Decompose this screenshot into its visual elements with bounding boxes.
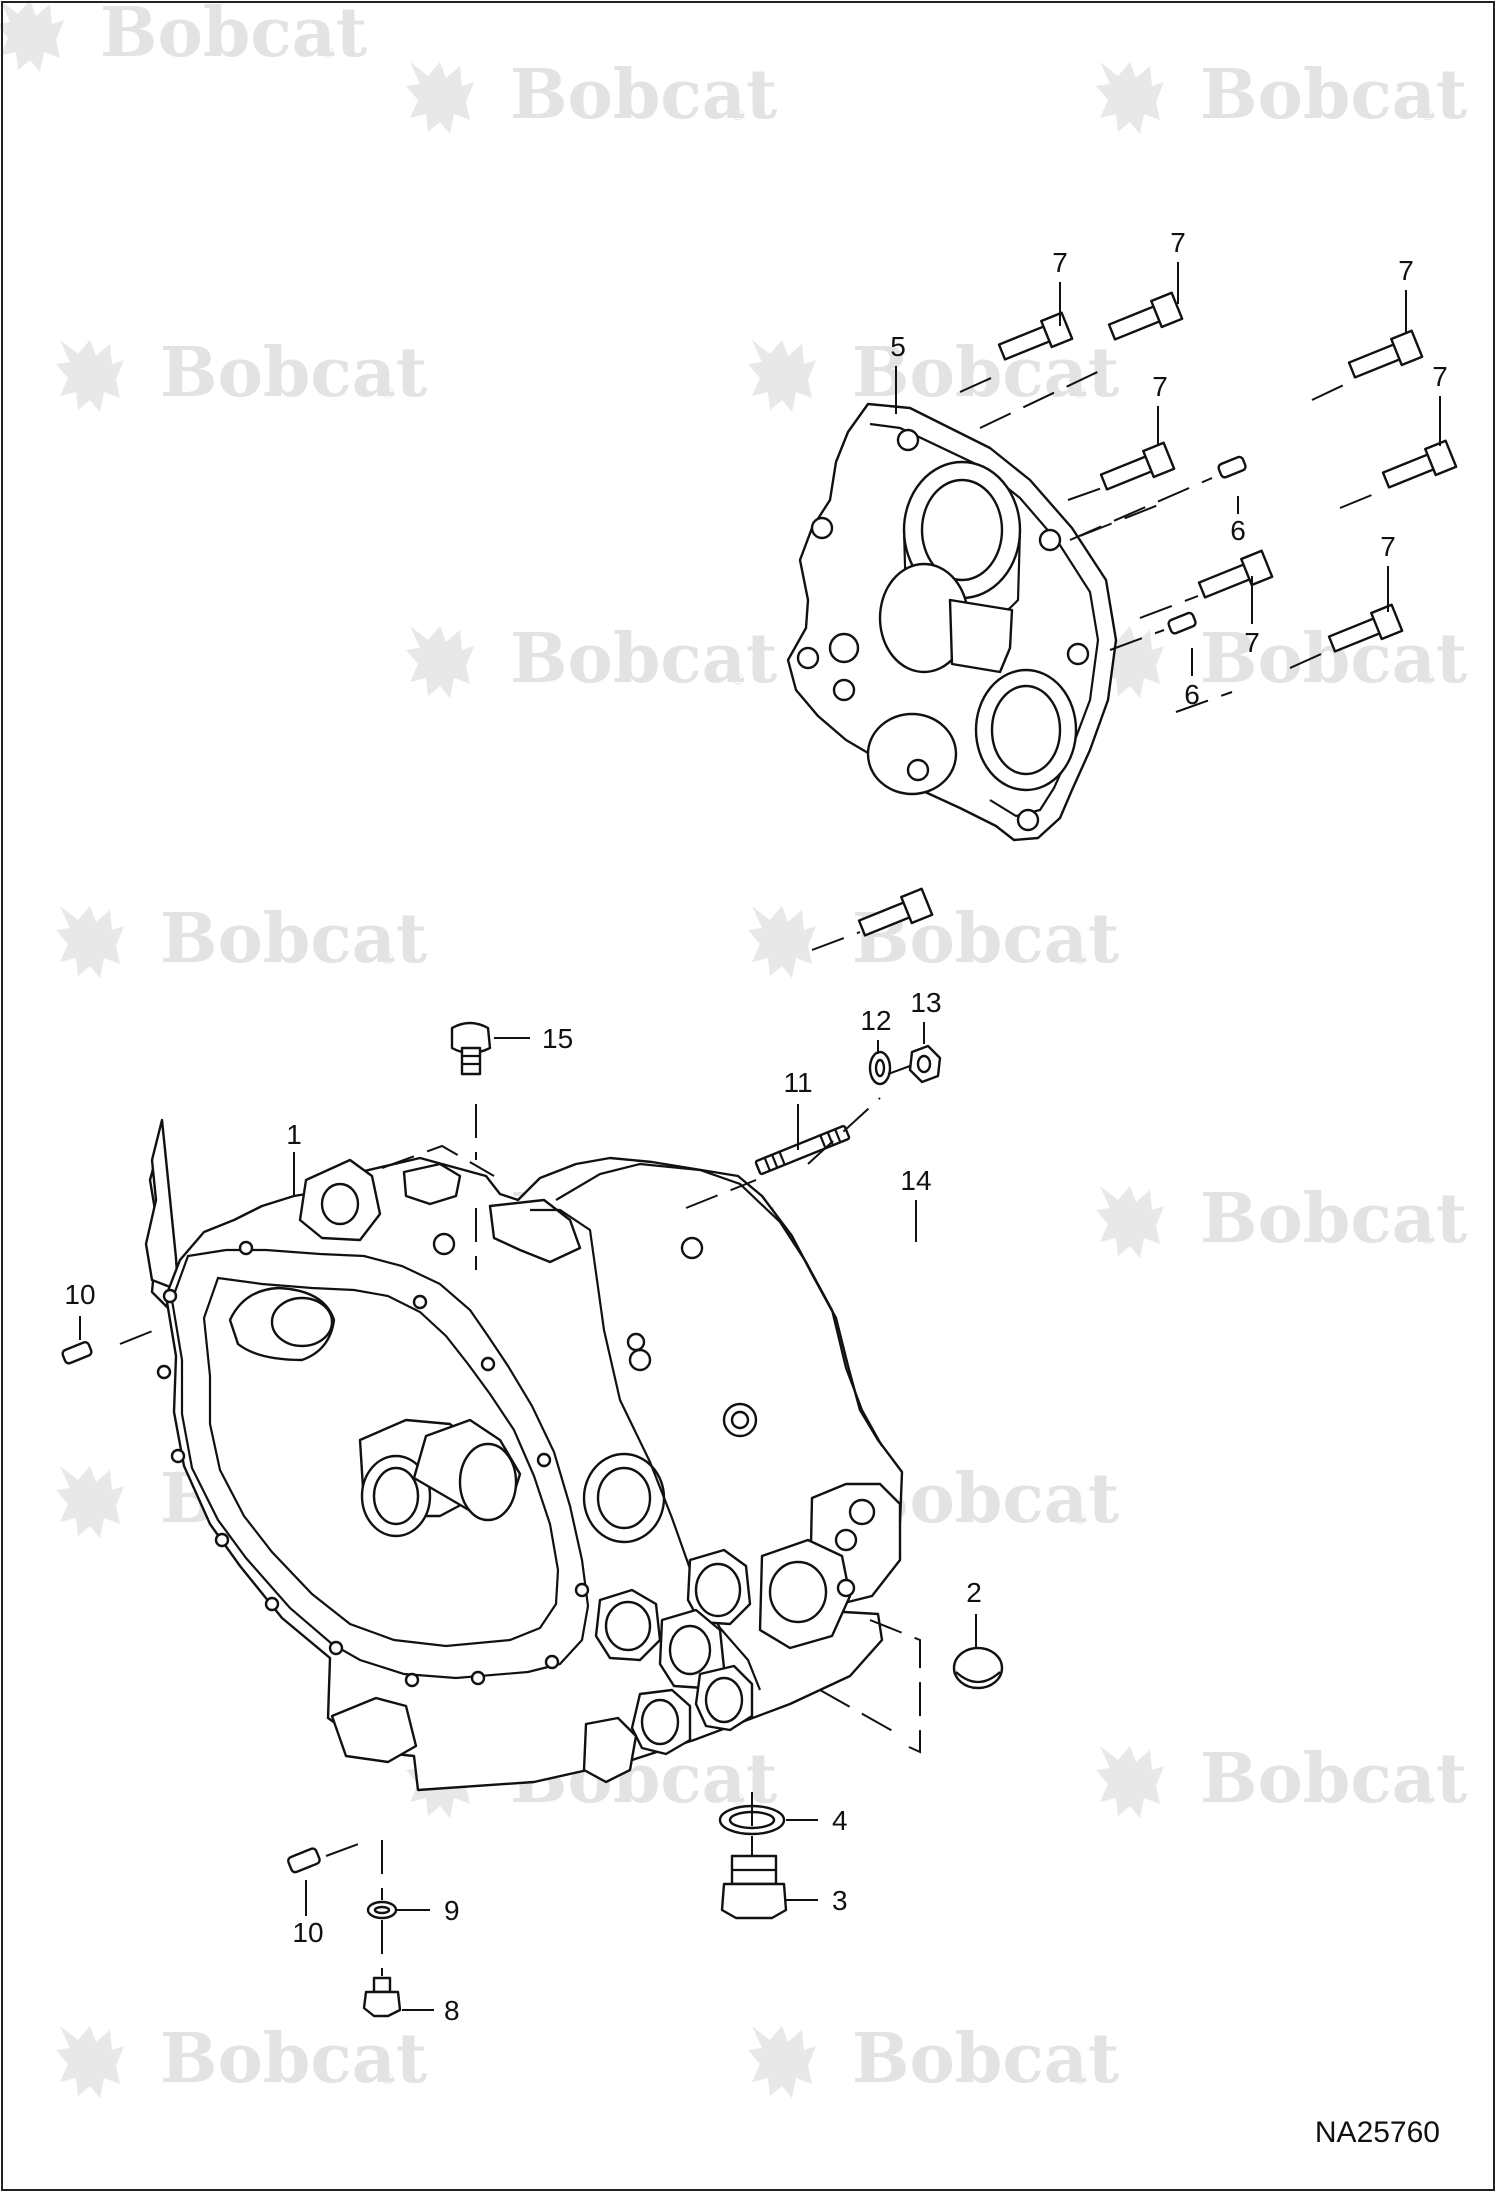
transmission-housing-part-1 (144, 1118, 904, 1792)
callout-10-upper: 10 (64, 1279, 95, 1310)
watermark-registered: ® (322, 45, 334, 62)
callout-7-e: 7 (1432, 361, 1448, 392)
callout-7-g: 7 (1380, 531, 1396, 562)
callout-13: 13 (910, 987, 941, 1018)
callout-4: 4 (832, 1805, 848, 1836)
cover-plate-part-5 (786, 402, 1118, 842)
callout-2: 2 (966, 1577, 982, 1608)
plug-part-2 (952, 1646, 1004, 1690)
nut-part-13 (908, 1044, 942, 1084)
leader-lines (79, 262, 1441, 2011)
watermark-layer: Bobcat ® (0, 0, 1468, 2099)
callout-10-lower: 10 (292, 1917, 323, 1948)
bolts-part-7 (857, 291, 1458, 937)
callout-6-lower: 6 (1184, 679, 1200, 710)
housing-assembly-dash-lines (119, 1065, 921, 1976)
callout-8: 8 (444, 1995, 460, 2026)
callout-1: 1 (286, 1119, 302, 1150)
callout-3: 3 (832, 1885, 848, 1916)
callout-14: 14 (900, 1165, 931, 1196)
dowel-pin-part-10-lower (287, 1847, 321, 1874)
callout-7-b: 7 (1170, 227, 1186, 258)
callout-9: 9 (444, 1895, 460, 1926)
callout-5: 5 (890, 331, 906, 362)
callout-15: 15 (542, 1023, 573, 1054)
callout-7-f: 7 (1244, 627, 1260, 658)
breather-part-15 (450, 1021, 492, 1076)
watermark-text: Bobcat (100, 0, 368, 73)
bobcat-logo-icon (0, 0, 64, 72)
callout-labels: 1 2 3 4 5 6 6 7 7 7 7 7 7 7 8 9 10 10 11… (64, 227, 1447, 2026)
dowel-pin-part-10-upper (61, 1341, 93, 1365)
callout-12: 12 (860, 1005, 891, 1036)
cover-assembly-dash-lines (811, 365, 1385, 951)
callout-7-d: 7 (1152, 371, 1168, 402)
callout-7-c: 7 (1398, 255, 1414, 286)
watermark-logo: Bobcat ® (0, 0, 368, 73)
drain-plug-part-3 (720, 1854, 788, 1920)
callout-11: 11 (783, 1067, 812, 1098)
drawing-code: NA25760 (1314, 2116, 1440, 2149)
washer-part-12 (868, 1050, 892, 1086)
callout-7-a: 7 (1052, 247, 1068, 278)
pins-part-6 (1167, 455, 1247, 635)
plug-part-8 (362, 1976, 402, 2018)
callout-6-upper: 6 (1230, 515, 1246, 546)
